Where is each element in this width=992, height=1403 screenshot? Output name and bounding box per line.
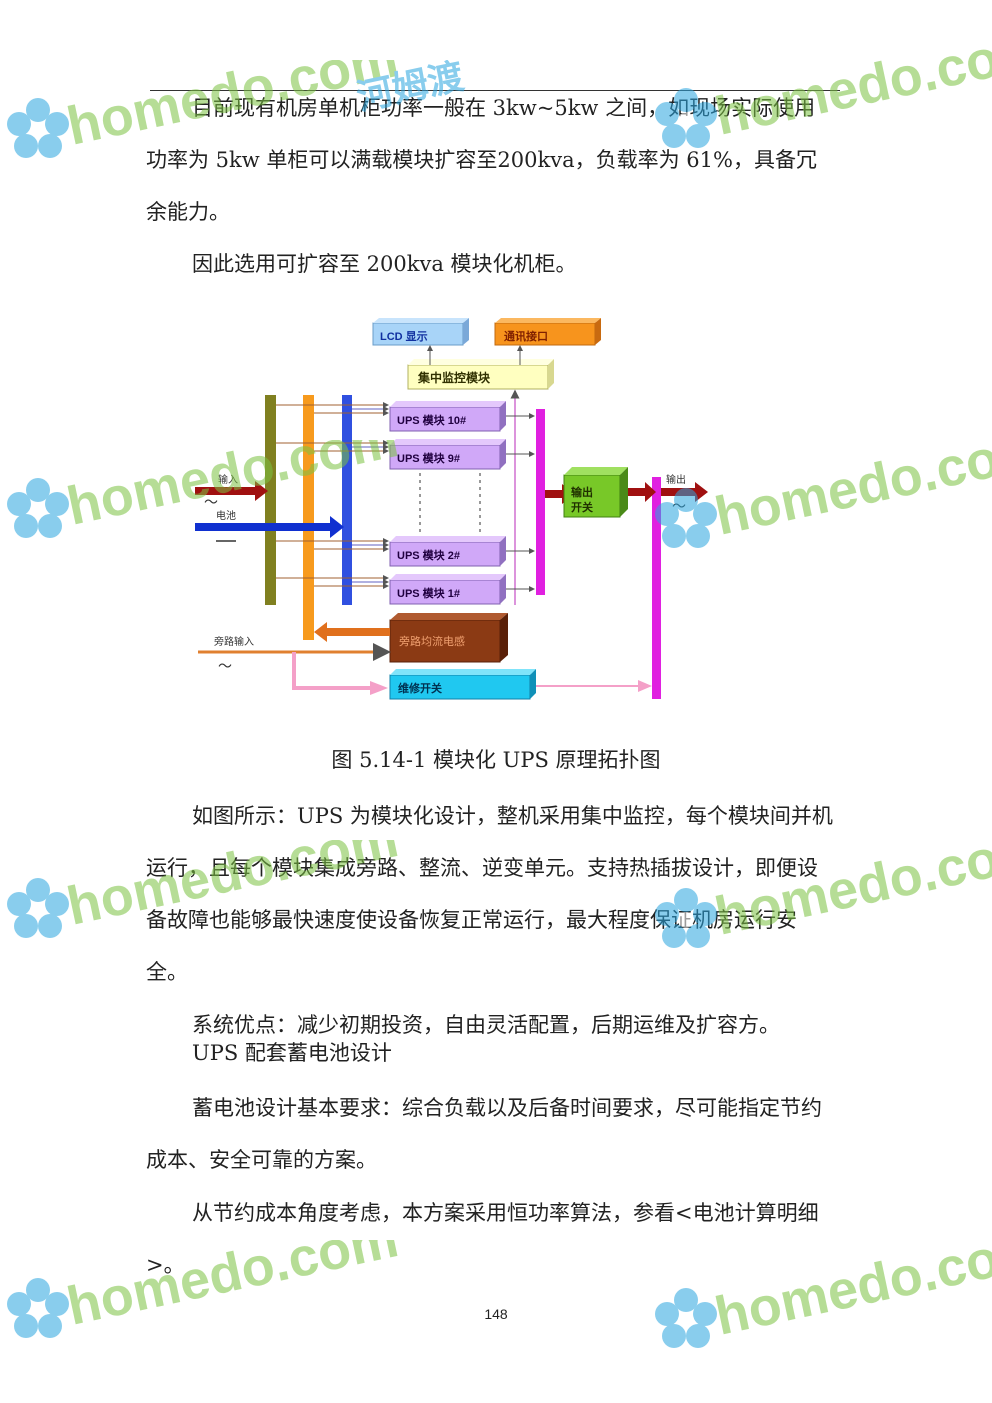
input-ac-symbol: ～: [204, 495, 218, 511]
ups-topology-diagram: LCD 显示 通讯接口 集中监控模块: [195, 318, 708, 700]
maintenance-switch-box: 维修开关: [389, 669, 536, 700]
header-rule: [150, 90, 840, 91]
battery-label: 电池: [216, 509, 236, 522]
output-switch-label-2: 开关: [571, 500, 593, 514]
output-switch-label-1: 输出: [571, 485, 593, 499]
output-switch-box: 输出 开关: [563, 467, 628, 518]
lcd-display-box: LCD 显示: [372, 318, 469, 346]
input-bus-olive: [265, 395, 276, 605]
page-number: 148: [484, 1306, 508, 1322]
bypass-input-label: 旁路输入: [214, 635, 254, 648]
input-arrow: [195, 481, 268, 501]
comm-port-box: 通讯接口: [494, 318, 601, 346]
paragraph-3: 如图所示：UPS 为模块化设计，整机采用集中监控，每个模块间并机运行，且每个模块…: [146, 804, 833, 984]
paragraph-1: 目前现有机房单机柜功率一般在 3kw~5kw 之间，如现场实际使用功率为 5kw…: [146, 96, 817, 224]
figure-caption: 图 5.14-1 模块化 UPS 原理拓扑图: [331, 748, 661, 772]
ups2-label: UPS 模块 2#: [397, 548, 460, 562]
paragraph-6: 蓄电池设计基本要求：综合负载以及后备时间要求，尽可能指定节约成本、安全可靠的方案…: [146, 1096, 822, 1172]
monitor-label: 集中监控模块: [417, 370, 491, 385]
ups-module-2: UPS 模块 2#: [389, 536, 506, 567]
watermark-brand: homedo.com: [710, 440, 992, 547]
ups-module-9: UPS 模块 9#: [389, 439, 506, 470]
bypass-inductor-box: 旁路均流电感: [389, 613, 508, 663]
module-output-bus-magenta: [536, 409, 545, 595]
output-bus-magenta: [652, 477, 661, 699]
bypass-inductor-label: 旁路均流电感: [399, 634, 465, 648]
section-heading-battery: UPS 配套蓄电池设计: [192, 1041, 392, 1065]
lcd-label: LCD 显示: [380, 330, 428, 343]
output-ac-symbol: ～: [672, 499, 686, 515]
paragraph-4: 系统优点：减少初期投资，自由灵活配置，后期运维及扩容方。: [192, 1013, 780, 1037]
ups9-label: UPS 模块 9#: [397, 451, 460, 465]
maintenance-switch-label: 维修开关: [398, 681, 442, 695]
comm-label: 通讯接口: [504, 329, 548, 343]
paragraph-7: 从节约成本角度考虑，本方案采用恒功率算法，参看<电池计算明细>。: [146, 1201, 819, 1277]
battery-bus-blue: [342, 395, 352, 605]
paragraph-2: 因此选用可扩容至 200kva 模块化机柜。: [192, 252, 577, 276]
bypass-ac-symbol: ～: [218, 659, 232, 675]
central-monitor-box: 集中监控模块: [407, 359, 554, 390]
input-label: 输入: [218, 473, 238, 486]
output-label: 输出: [666, 473, 686, 486]
ups10-label: UPS 模块 10#: [397, 413, 466, 427]
ups-module-10: UPS 模块 10#: [389, 401, 506, 432]
ups-module-1: UPS 模块 1#: [389, 574, 506, 605]
ups1-label: UPS 模块 1#: [397, 586, 460, 600]
battery-arrow: [195, 516, 344, 538]
bypass-bus-orange: [303, 395, 314, 640]
